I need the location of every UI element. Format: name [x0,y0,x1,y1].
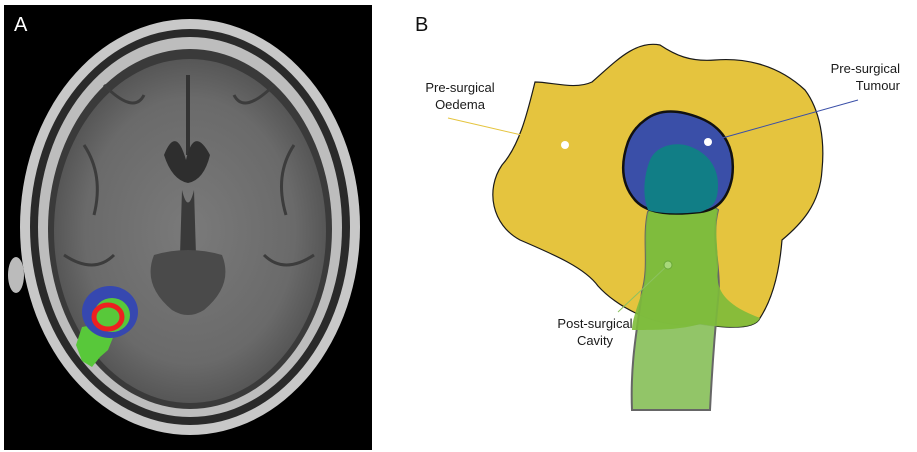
oedema-marker [561,141,569,149]
cavity-marker [664,261,672,269]
cavity-label-line2: Cavity [535,332,655,349]
mri-scan-image [4,5,372,450]
tumour-label-line1: Pre-surgical [800,60,900,77]
tumour-marker [704,138,712,146]
tumour-label: Pre-surgical Tumour [800,60,900,94]
panel-a-label: A [14,14,27,37]
cavity-label: Post-surgical Cavity [535,315,655,349]
oedema-label: Pre-surgical Oedema [400,79,520,113]
schematic-panel: Pre-surgical Oedema Pre-surgical Tumour … [380,0,917,452]
cavity-label-line1: Post-surgical [535,315,655,332]
panel-b-label: B [415,14,428,37]
oedema-label-line1: Pre-surgical [400,79,520,96]
tumour-label-line2: Tumour [800,77,900,94]
mri-scan-panel [4,5,372,450]
oedema-label-line2: Oedema [400,96,520,113]
